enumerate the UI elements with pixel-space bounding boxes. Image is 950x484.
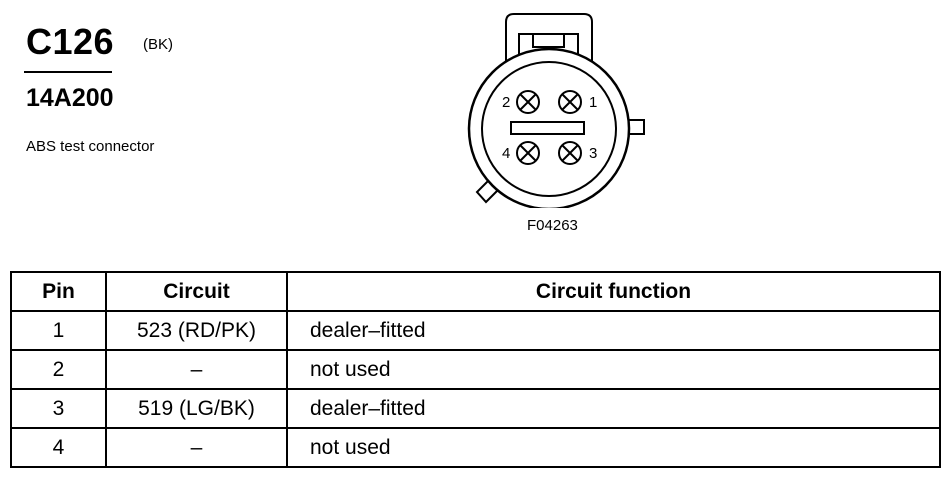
table-row: 1 523 (RD/PK) dealer–fitted <box>10 310 941 351</box>
pin-cavity-2 <box>516 90 540 114</box>
table-row: 4 – not used <box>10 427 941 468</box>
table-row: 3 519 (LG/BK) dealer–fitted <box>10 388 941 429</box>
function-cell: not used <box>286 349 941 390</box>
pin-cell: 4 <box>10 427 107 468</box>
connector-face-diagram: 2 1 4 3 <box>467 13 645 208</box>
pin-cell: 1 <box>10 310 107 351</box>
header-circuit-function: Circuit function <box>286 271 941 312</box>
circuit-cell: – <box>105 349 288 390</box>
pin-label-2: 2 <box>502 94 510 111</box>
header-circuit: Circuit <box>105 271 288 312</box>
pin-cavity-3 <box>558 141 582 165</box>
connector-description: ABS test connector <box>26 138 155 155</box>
pin-cavity-1 <box>558 90 582 114</box>
table-header-row: Pin Circuit Circuit function <box>10 271 941 312</box>
pin-table: Pin Circuit Circuit function 1 523 (RD/P… <box>10 271 941 468</box>
pin-label-1: 1 <box>589 94 597 111</box>
circuit-cell: 523 (RD/PK) <box>105 310 288 351</box>
circuit-cell: 519 (LG/BK) <box>105 388 288 429</box>
figure-code: F04263 <box>527 217 578 234</box>
connector-id: C126 <box>26 21 115 62</box>
color-code: (BK) <box>143 36 173 53</box>
table-row: 2 – not used <box>10 349 941 390</box>
center-key-bar <box>510 121 585 135</box>
title-underline <box>24 71 112 73</box>
part-number: 14A200 <box>26 84 114 112</box>
pin-cell: 3 <box>10 388 107 429</box>
pin-label-4: 4 <box>502 145 510 162</box>
function-cell: not used <box>286 427 941 468</box>
latch-inner <box>532 33 565 48</box>
pin-cell: 2 <box>10 349 107 390</box>
pin-label-3: 3 <box>589 145 597 162</box>
header-pin: Pin <box>10 271 107 312</box>
circuit-cell: – <box>105 427 288 468</box>
function-cell: dealer–fitted <box>286 388 941 429</box>
function-cell: dealer–fitted <box>286 310 941 351</box>
pin-cavity-4 <box>516 141 540 165</box>
